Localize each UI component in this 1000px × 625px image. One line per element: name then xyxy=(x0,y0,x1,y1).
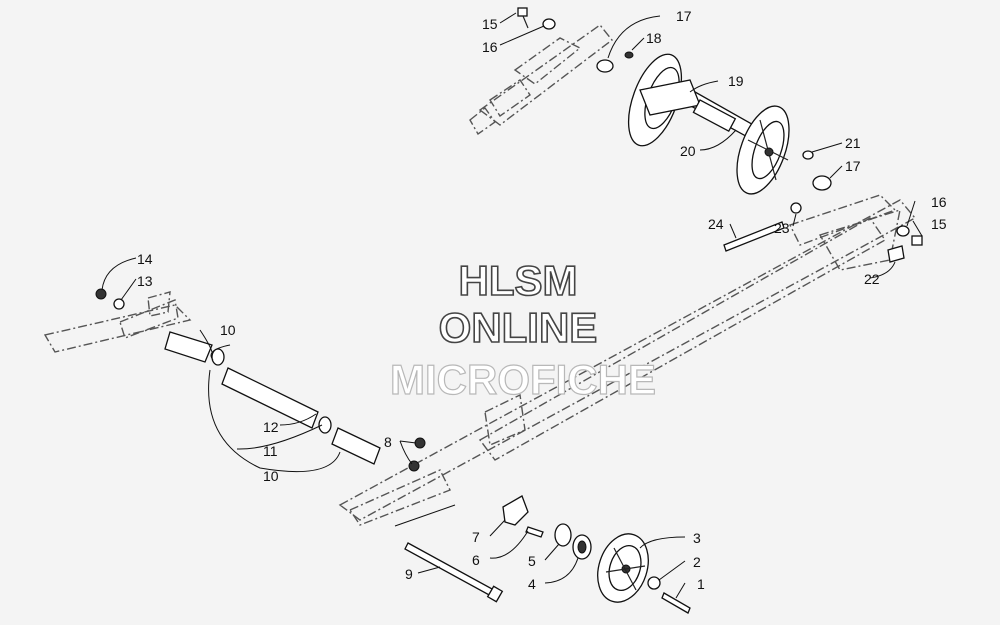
right-slide-rail xyxy=(338,194,917,526)
rear-axle-assembly xyxy=(627,53,790,195)
washer-16-upper xyxy=(542,18,556,30)
callout-16-upper: 16 xyxy=(482,39,498,55)
callout-14: 14 xyxy=(137,251,153,267)
callout-20: 20 xyxy=(680,143,696,159)
bolt-15-right xyxy=(911,235,923,246)
watermark-line2: ONLINE xyxy=(439,304,598,351)
spacer-tube-10-upper xyxy=(164,331,213,363)
upper-fasteners xyxy=(517,7,923,263)
washer-13 xyxy=(113,298,125,310)
cap-22 xyxy=(887,245,905,263)
callout-4: 4 xyxy=(528,576,536,592)
callout-17-lower: 17 xyxy=(845,158,861,174)
washer-2 xyxy=(647,576,661,590)
ring-5 xyxy=(554,523,572,547)
callout-24: 24 xyxy=(708,216,724,232)
o-ring-11-upper xyxy=(211,348,225,366)
spacer-tube-10-lower xyxy=(331,427,381,465)
callout-13: 13 xyxy=(137,273,153,289)
callout-18: 18 xyxy=(646,30,662,46)
callout-11: 11 xyxy=(263,443,278,459)
callout-labels: 1 2 3 4 5 6 7 8 9 10 10 11 12 13 14 15 1… xyxy=(137,8,947,592)
o-ring-11-lower xyxy=(318,416,332,434)
callout-9: 9 xyxy=(405,566,413,582)
washer-16-right xyxy=(896,225,910,237)
adjuster-17-upper xyxy=(596,59,614,73)
callout-3: 3 xyxy=(693,530,701,546)
callout-2: 2 xyxy=(693,554,701,570)
watermark-line3: MICROFICHE xyxy=(390,356,656,403)
callout-6: 6 xyxy=(472,552,480,568)
idler-wheel-assembly xyxy=(404,495,691,614)
callout-7: 7 xyxy=(472,529,480,545)
adjuster-bolt-24 xyxy=(723,221,785,252)
cross-shaft-assembly xyxy=(95,288,426,472)
long-bolt-9 xyxy=(404,542,495,597)
nut-8-upper xyxy=(414,437,426,449)
adjuster-17-lower xyxy=(812,175,832,191)
nut-18 xyxy=(624,51,634,59)
callout-17-upper: 17 xyxy=(676,8,692,24)
spacer-23 xyxy=(790,202,802,214)
leader-lines xyxy=(101,12,923,599)
upper-rear-rail xyxy=(469,24,613,136)
bolt-1 xyxy=(661,592,691,614)
nut-21 xyxy=(802,150,814,160)
callout-1: 1 xyxy=(697,576,705,592)
callout-22: 22 xyxy=(864,271,880,287)
bolt-6 xyxy=(525,526,544,538)
callout-15-upper: 15 xyxy=(482,16,498,32)
callout-10-upper: 10 xyxy=(220,322,236,338)
callout-16-right: 16 xyxy=(931,194,947,210)
bolt-15-upper xyxy=(517,7,528,17)
cross-shaft-12 xyxy=(221,367,319,429)
callout-8: 8 xyxy=(384,434,392,450)
callout-5: 5 xyxy=(528,553,536,569)
nut-14 xyxy=(95,288,107,300)
left-slide-rail xyxy=(43,291,192,353)
callout-21: 21 xyxy=(845,135,861,151)
callout-23: 23 xyxy=(774,220,790,236)
callout-12: 12 xyxy=(263,419,279,435)
watermark-line1: HLSM xyxy=(459,257,578,304)
callout-10-lower: 10 xyxy=(263,468,279,484)
callout-19: 19 xyxy=(728,73,744,89)
callout-15-right: 15 xyxy=(931,216,947,232)
bracket-7 xyxy=(502,495,529,526)
